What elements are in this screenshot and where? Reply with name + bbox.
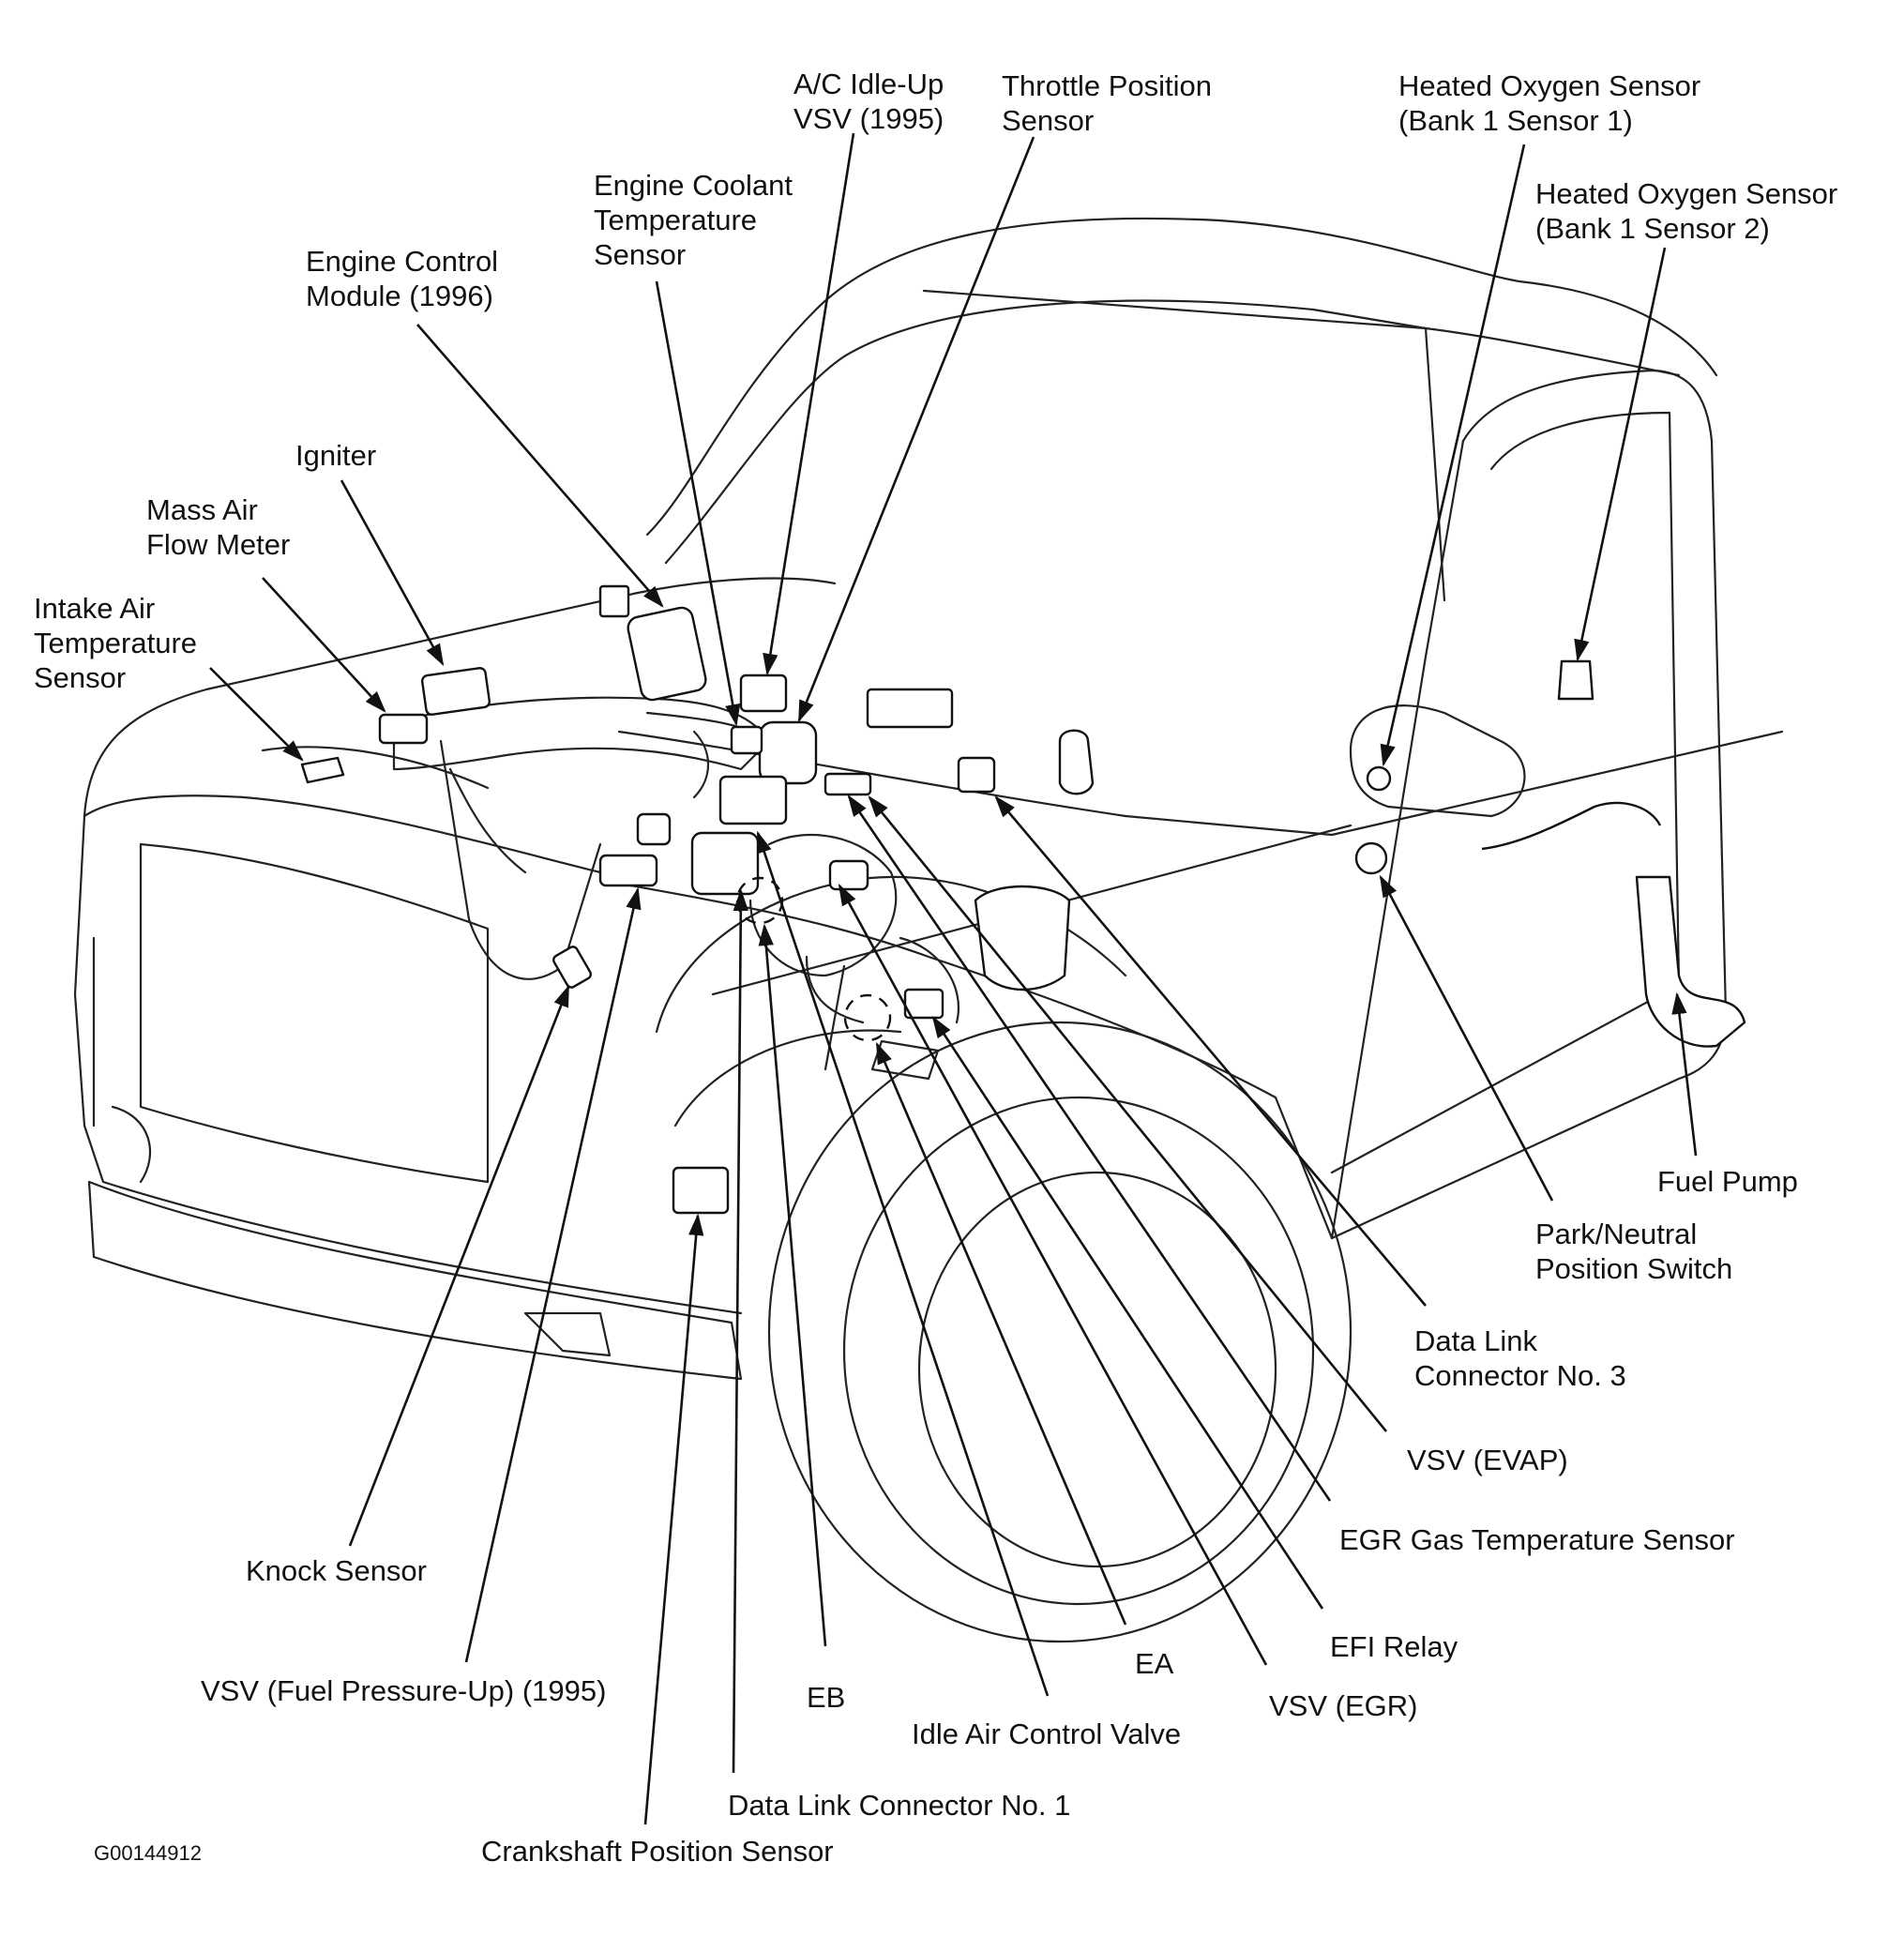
label-efi-relay: EFI Relay (1330, 1630, 1458, 1663)
label-data-link-connector-1: Data Link Connector No. 1 (728, 1789, 1070, 1822)
heated-o2-b1s2-part (1557, 659, 1594, 701)
ea-ground-marker (843, 993, 892, 1042)
leader-heated-o2-b1s1 (1380, 144, 1526, 767)
leader-engine-coolant (655, 280, 741, 727)
label-ea: EA (1135, 1647, 1174, 1680)
igniter-part (420, 667, 491, 716)
label-fuel-pump: Fuel Pump (1657, 1165, 1798, 1198)
fuel-pump-part (1635, 875, 1746, 1048)
mirror-outline (1349, 704, 1526, 818)
label-egr-gas-temperature-sensor: EGR Gas Temperature Sensor (1339, 1523, 1735, 1556)
leader-mass-air-flow (262, 577, 386, 713)
leader-crankshaft (643, 1213, 704, 1825)
label-eb: EB (807, 1681, 845, 1714)
leader-throttle-position (797, 136, 1035, 723)
leader-data-link-3 (994, 795, 1427, 1307)
leader-fuel-pump (1671, 991, 1698, 1157)
leader-ea (875, 1041, 1127, 1626)
leader-vsv-evap (868, 795, 1388, 1432)
leader-heated-o2-b1s2 (1574, 247, 1667, 662)
heated-o2-b1s1-part (1366, 765, 1392, 792)
label-heated-o2-b1s2: Heated Oxygen Sensor (Bank 1 Sensor 2) (1535, 177, 1846, 245)
throttle-body-part (758, 720, 818, 785)
leader-efi-relay (931, 1016, 1324, 1610)
mass-air-flow-meter-part (378, 713, 429, 745)
front-wheel (767, 1021, 1352, 1643)
label-vsv-egr: VSV (EGR) (1269, 1689, 1417, 1722)
leader-lines (209, 132, 1698, 1825)
door-outline (1330, 369, 1728, 1240)
label-engine-control-module: Engine Control Module (1996) (306, 245, 506, 312)
cab-outline (645, 217, 1718, 537)
egr-temp-sensor-part (824, 772, 872, 796)
components (300, 584, 1746, 1215)
data-link-connector-3-part (957, 756, 996, 794)
label-ac-idle-up-vsv: A/C Idle-Up VSV (1995) (793, 68, 952, 135)
vsv-egr-part (1058, 729, 1095, 795)
leader-idle-air-control (756, 830, 1050, 1697)
vehicle-outline (73, 217, 1784, 1643)
intake-air-temp-sensor-part (300, 756, 345, 784)
label-crankshaft-position-sensor: Crankshaft Position Sensor (481, 1835, 834, 1868)
callout-labels: A/C Idle-Up VSV (1995) Throttle Position… (34, 68, 1846, 1868)
label-heated-o2-b1s1: Heated Oxygen Sensor (Bank 1 Sensor 1) (1398, 69, 1709, 137)
vsv-evap-part (636, 812, 672, 846)
leader-park-neutral (1379, 874, 1554, 1202)
knock-sensor-part (552, 946, 592, 989)
label-throttle-position-sensor: Throttle Position Sensor (1002, 69, 1220, 137)
label-idle-air-control-valve: Idle Air Control Valve (912, 1718, 1181, 1750)
crankshaft-position-sensor-part (672, 1166, 730, 1215)
leader-igniter (340, 479, 445, 667)
label-intake-air-temperature-sensor: Intake Air Temperature Sensor (34, 592, 205, 694)
fuel-filter-canister-part (974, 885, 1071, 991)
leader-ac-idle-vsv (763, 132, 855, 676)
leader-knock-sensor (348, 984, 570, 1547)
intake-duct (392, 696, 771, 771)
leader-intake-air-temp (209, 667, 304, 762)
label-knock-sensor: Knock Sensor (246, 1554, 427, 1587)
park-neutral-switch-part (1354, 841, 1388, 875)
vsv-fuel-pressure-part (598, 854, 658, 887)
leader-vsv-fuel-pressure (464, 886, 642, 1663)
leader-eb (758, 923, 827, 1647)
label-vsv-fuel-pressure-up: VSV (Fuel Pressure-Up) (1995) (201, 1674, 606, 1707)
ecm-connector-part (598, 584, 630, 618)
idle-air-control-valve-part (828, 859, 869, 891)
data-link-connector-1-part (690, 831, 760, 896)
leader-vsv-egr (838, 883, 1268, 1666)
label-data-link-connector-3: Data Link Connector No. 3 (1414, 1324, 1626, 1392)
label-engine-coolant-temperature-sensor: Engine Coolant Temperature Sensor (594, 169, 801, 271)
label-park-neutral-position-switch: Park/Neutral Position Switch (1535, 1218, 1732, 1285)
leader-data-link-1 (732, 888, 749, 1774)
label-mass-air-flow-meter: Mass Air Flow Meter (146, 493, 290, 561)
label-igniter: Igniter (295, 439, 376, 472)
label-vsv-evap: VSV (EVAP) (1407, 1444, 1568, 1476)
leader-ecm (416, 324, 664, 608)
ac-idle-vsv-part (739, 673, 788, 713)
coolant-sensor-part (730, 725, 763, 755)
efi-relay-box-part (866, 688, 954, 729)
fuel-lines-part (1481, 801, 1662, 851)
ecm-part (627, 606, 707, 702)
leader-egr-temp (847, 794, 1332, 1502)
vsv-cluster-part (718, 775, 788, 825)
figure-id: G00144912 (94, 1841, 202, 1865)
